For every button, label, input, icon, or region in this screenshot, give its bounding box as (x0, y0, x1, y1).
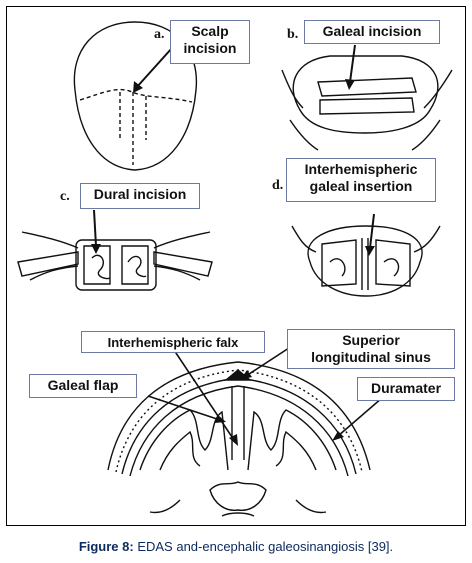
duramater-label: Duramater (357, 377, 455, 401)
galeal-incision-view (281, 44, 453, 151)
sinus-label-line2: longitudinal sinus (311, 349, 431, 365)
dural-incision-label: Dural incision (80, 183, 200, 209)
insertion-label-line1: Interhemispheric (304, 161, 418, 177)
panel-letter-a: a. (154, 27, 165, 42)
insertion-label-line2: galeal insertion (309, 178, 413, 194)
panel-letter-c: c. (60, 189, 70, 204)
scalp-incision-label: Scalp incision (170, 20, 250, 64)
scalp-label-line1: Scalp (191, 23, 229, 39)
galeal-flap-label: Galeal flap (29, 374, 137, 398)
superior-longitudinal-sinus-label: Superior longitudinal sinus (287, 329, 455, 369)
galeal-insertion-label: Interhemispheric galeal insertion (286, 158, 436, 202)
interhemispheric-falx-label: Interhemispheric falx (81, 331, 265, 353)
scalp-label-line2: incision (183, 40, 237, 56)
sinus-label-line1: Superior (342, 332, 400, 348)
brain-cross-section (107, 343, 383, 517)
dural-incision-view (17, 209, 213, 291)
caption-prefix: Figure 8: (78, 539, 134, 554)
caption-text: EDAS and-encephalic galeosinangiosis [39… (133, 539, 394, 554)
figure-caption: Figure 8: EDAS and-encephalic galeosinan… (0, 539, 472, 554)
galeal-insertion-view (291, 213, 441, 297)
panel-letter-d: d. (272, 178, 284, 193)
galeal-incision-label: Galeal incision (304, 20, 440, 44)
head-top-view (73, 21, 198, 171)
panel-letter-b: b. (287, 27, 299, 42)
